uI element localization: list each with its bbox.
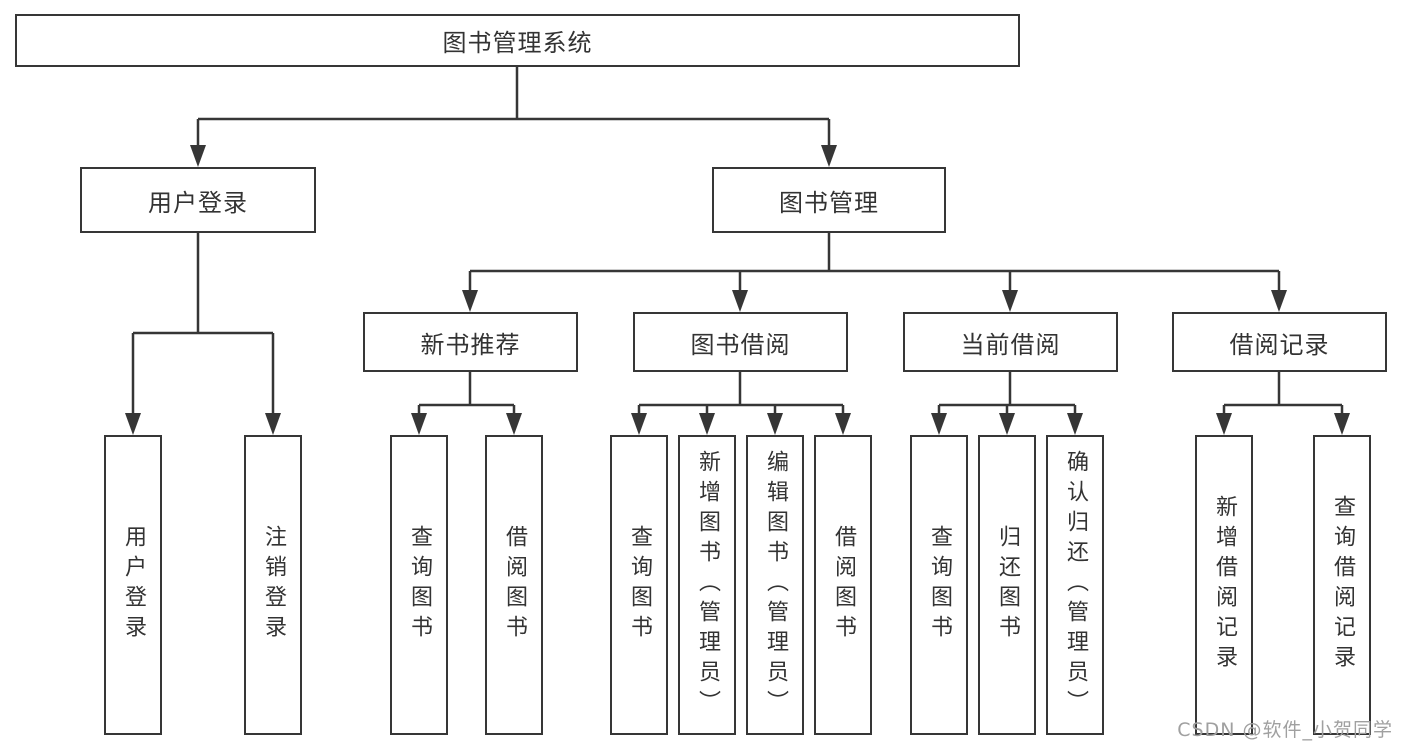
node-new-book-recommend-label: 新书推荐 xyxy=(420,330,521,359)
node-user-login-label: 用户登录 xyxy=(148,188,248,217)
leaf-current-return-books: 归还图书 xyxy=(978,435,1036,735)
leaf-user-login: 用户登录 xyxy=(104,435,162,735)
arrowhead-icon xyxy=(835,413,851,435)
node-current-borrow-label: 当前借阅 xyxy=(960,330,1061,359)
node-borrow-records-label: 借阅记录 xyxy=(1229,330,1330,359)
node-user-login: 用户登录 xyxy=(80,167,316,233)
node-book-borrow: 图书借阅 xyxy=(633,312,848,372)
leaf-borrow-query-books-label: 查询图书 xyxy=(627,525,652,645)
arrowhead-icon xyxy=(1216,413,1232,435)
node-borrow-records: 借阅记录 xyxy=(1172,312,1387,372)
node-book-management: 图书管理 xyxy=(712,167,946,233)
arrowhead-icon xyxy=(125,413,141,435)
connector-path xyxy=(131,67,1344,428)
leaf-newrec-query-books: 查询图书 xyxy=(390,435,448,735)
arrowhead-icon xyxy=(462,290,478,312)
node-new-book-recommend: 新书推荐 xyxy=(363,312,578,372)
leaf-records-add-record-label: 新增借阅记录 xyxy=(1212,495,1237,675)
leaf-user-login-label: 用户登录 xyxy=(121,525,146,645)
leaf-current-query-books: 查询图书 xyxy=(910,435,968,735)
leaf-borrow-add-books-admin-label: 新增图书（管理员） xyxy=(695,450,720,720)
arrowhead-icon xyxy=(1271,290,1287,312)
leaf-newrec-borrow-books-label: 借阅图书 xyxy=(502,525,527,645)
csdn-watermark: CSDN @软件_小贺同学 xyxy=(1177,719,1393,741)
leaf-borrow-edit-books-admin-label: 编辑图书（管理员） xyxy=(763,450,788,720)
leaf-borrow-edit-books-admin: 编辑图书（管理员） xyxy=(746,435,804,735)
node-book-borrow-label: 图书借阅 xyxy=(690,330,791,359)
arrowhead-icon xyxy=(732,290,748,312)
leaf-newrec-borrow-books: 借阅图书 xyxy=(485,435,543,735)
arrowhead-icon xyxy=(506,413,522,435)
leaf-logout: 注销登录 xyxy=(244,435,302,735)
node-root: 图书管理系统 xyxy=(15,14,1020,67)
leaf-borrow-borrow-books: 借阅图书 xyxy=(814,435,872,735)
arrowhead-icon xyxy=(631,413,647,435)
leaf-records-add-record: 新增借阅记录 xyxy=(1195,435,1253,735)
arrowhead-icon xyxy=(931,413,947,435)
arrowhead-icon xyxy=(1334,413,1350,435)
arrowhead-icon xyxy=(767,413,783,435)
arrowhead-icon xyxy=(999,413,1015,435)
arrowhead-icon xyxy=(1067,413,1083,435)
leaf-current-return-books-label: 归还图书 xyxy=(995,525,1020,645)
arrowhead-icon xyxy=(411,413,427,435)
arrowhead-icon xyxy=(190,145,206,167)
leaf-current-confirm-return-admin: 确认归还（管理员） xyxy=(1046,435,1104,735)
leaf-newrec-query-books-label: 查询图书 xyxy=(407,525,432,645)
arrowhead-icon xyxy=(699,413,715,435)
leaf-records-query-record: 查询借阅记录 xyxy=(1313,435,1371,735)
arrowhead-icon xyxy=(1002,290,1018,312)
leaf-records-query-record-label: 查询借阅记录 xyxy=(1330,495,1355,675)
arrowhead-icon xyxy=(821,145,837,167)
node-current-borrow: 当前借阅 xyxy=(903,312,1118,372)
arrowhead-icon xyxy=(265,413,281,435)
leaf-borrow-add-books-admin: 新增图书（管理员） xyxy=(678,435,736,735)
leaf-borrow-borrow-books-label: 借阅图书 xyxy=(831,525,856,645)
node-root-label: 图书管理系统 xyxy=(442,29,593,57)
node-book-management-label: 图书管理 xyxy=(779,188,879,217)
leaf-borrow-query-books: 查询图书 xyxy=(610,435,668,735)
leaf-current-confirm-return-admin-label: 确认归还（管理员） xyxy=(1063,450,1088,720)
leaf-current-query-books-label: 查询图书 xyxy=(927,525,952,645)
leaf-logout-label: 注销登录 xyxy=(261,525,286,645)
